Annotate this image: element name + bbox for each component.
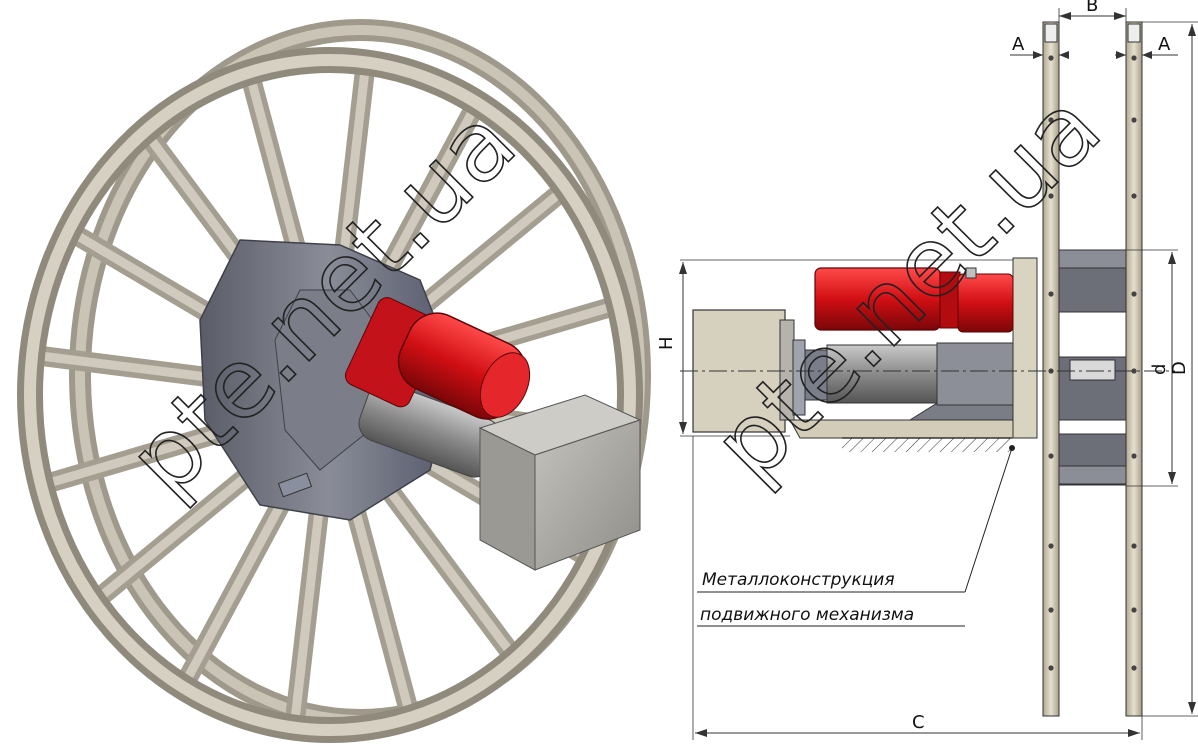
dimension-label-d: d [1149,364,1170,375]
reel-spoke [372,107,478,293]
flange-bolts [1048,55,1137,671]
bolt [1048,291,1054,297]
bolt [1131,607,1137,613]
caption-line-2: подвижного механизма [700,605,914,625]
dimension-A-right: A [1115,34,1178,59]
dimension-D: D [1142,21,1198,717]
bolt [1048,193,1054,199]
dimension-label-D: D [1169,361,1190,375]
dimension-label-C: C [912,712,925,733]
reel-spoke [97,465,259,601]
motor-3d [344,297,531,420]
mounting-plate [1012,257,1038,439]
dimension-H: H [656,259,1013,437]
ground-hatch [842,438,1012,452]
bolt [1048,55,1054,61]
reel-spoke [182,497,288,683]
shaft-assembly [792,339,1014,416]
dimension-label-H: H [656,336,677,350]
motor [814,267,1014,333]
bolt [1048,665,1054,671]
dimension-label-A-left: A [1012,34,1025,55]
reel-spoke [336,69,370,277]
bolt [1131,453,1137,459]
bolt [1131,117,1137,123]
reel-side-view: H d D B [656,0,1198,740]
reel-spoke [385,486,514,655]
bolt [1048,453,1054,459]
bolt [1048,543,1054,549]
dimension-d: d [1126,249,1178,487]
reel-spoke [401,189,563,325]
bolt [1048,607,1054,613]
reel-3d-view [17,19,651,743]
caption-leader [697,445,1015,627]
reel-spoke [47,423,240,488]
control-box-3d [478,394,642,571]
dimension-label-A-right: A [1158,34,1171,55]
dimension-B: B [1058,0,1127,24]
bolt [1131,665,1137,671]
bolt [1131,193,1137,199]
reel-spoke [290,513,324,721]
reel-spoke [351,509,413,712]
bolt [1131,55,1137,61]
bolt [1131,291,1137,297]
dimension-A-left: A [1010,34,1069,59]
bolt [1131,368,1137,374]
dimension-C: C [692,436,1143,740]
caption-line-1: Металлоконструкция [702,570,895,590]
bolt [1048,117,1054,123]
dimension-label-B: B [1086,0,1098,16]
bolt [1131,543,1137,549]
